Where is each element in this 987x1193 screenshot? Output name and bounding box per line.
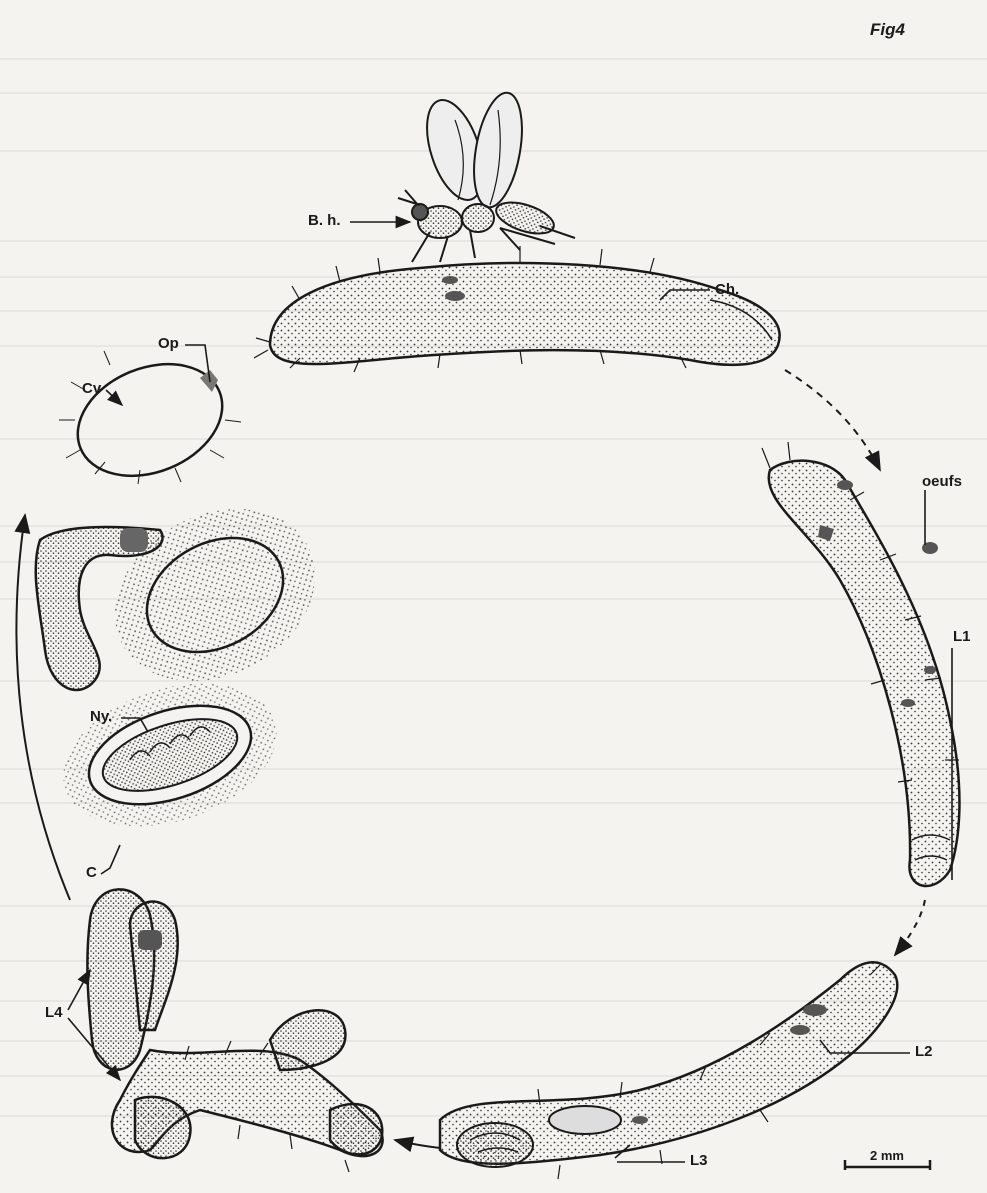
label-cv: Cv: [82, 380, 101, 397]
label-oeufs: oeufs: [922, 473, 962, 490]
label-ny: Ny.: [90, 708, 112, 725]
cocoon-stippled: [85, 475, 346, 715]
wasp-adult: [398, 89, 575, 262]
host-larva-right: [762, 442, 959, 886]
larvae-cluster: [87, 889, 382, 1172]
label-l1: L1: [953, 628, 971, 645]
label-l4: L4: [45, 1004, 63, 1021]
label-op: Op: [158, 335, 179, 352]
label-l3: L3: [690, 1152, 708, 1169]
figure-title: Fig4: [870, 20, 905, 40]
label-c: C: [86, 864, 97, 881]
cocoon-open: [59, 344, 241, 497]
label-bh: B. h.: [308, 212, 341, 229]
scale-bar-label: 2 mm: [870, 1148, 904, 1163]
host-larva-bottom: [440, 962, 897, 1179]
label-ch: Ch.: [715, 281, 739, 298]
host-larva-top: [254, 246, 780, 372]
label-l2: L2: [915, 1043, 933, 1060]
